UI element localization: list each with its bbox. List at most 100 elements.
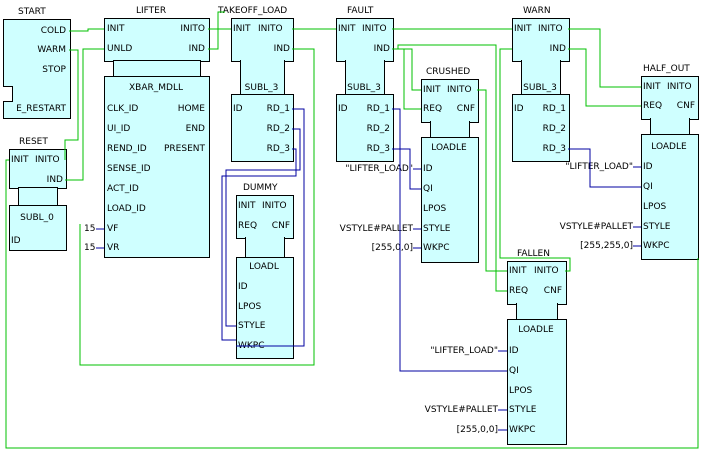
half-out-input-init: INIT bbox=[643, 82, 661, 92]
start-output-cold: COLD bbox=[40, 26, 66, 36]
dummy-input-id: ID bbox=[238, 282, 248, 292]
half-out-input-id: ID bbox=[643, 162, 653, 172]
lifter-output-ind: IND bbox=[188, 44, 205, 54]
warn-output-rd3: RD_3 bbox=[542, 144, 566, 154]
lifter-output-inito: INITO bbox=[180, 24, 205, 34]
fallen-input-init: INIT bbox=[509, 266, 527, 276]
fallen-input-id: ID bbox=[509, 346, 519, 356]
warn-output-inito: INITO bbox=[538, 24, 563, 34]
half-out-type: LOADLE bbox=[651, 142, 687, 152]
crushed-title: CRUSHED bbox=[426, 67, 471, 77]
takeoff-type: SUBL_3 bbox=[244, 83, 279, 93]
start-output-e-restart: E_RESTART bbox=[16, 104, 66, 114]
fallen-input-lpos: LPOS bbox=[509, 386, 533, 396]
fault-event-block[interactable] bbox=[336, 18, 394, 62]
wire-cold-lifter-init bbox=[69, 28, 104, 32]
fallen-id-constant: "LIFTER_LOAD" bbox=[430, 346, 498, 356]
fault-output-rd3: RD_3 bbox=[366, 144, 390, 154]
wire-fault-ind-crushed-req bbox=[403, 49, 421, 110]
fault-input-id: ID bbox=[338, 104, 348, 114]
half-out-id-constant: "LIFTER_LOAD" bbox=[565, 162, 633, 172]
dummy-output-cnf: CNF bbox=[271, 221, 290, 231]
warn-output-ind: IND bbox=[549, 44, 566, 54]
takeoff-output-inito: INITO bbox=[258, 24, 283, 34]
crushed-type: LOADLE bbox=[431, 143, 467, 153]
fault-title: FAULT bbox=[347, 6, 374, 16]
warn-input-init: INIT bbox=[514, 24, 532, 34]
half-out-style-constant: VSTYLE#PALLET bbox=[559, 222, 633, 232]
crushed-input-qi: QI bbox=[423, 184, 433, 194]
crushed-output-cnf: CNF bbox=[456, 104, 475, 114]
fallen-type: LOADLE bbox=[518, 325, 554, 335]
half-out-output-cnf: CNF bbox=[676, 101, 695, 111]
reset-input-id: ID bbox=[11, 236, 21, 246]
warn-type: SUBL_3 bbox=[523, 83, 557, 93]
half-out-wkpc-constant: [255,255,0] bbox=[580, 241, 633, 251]
crushed-input-init: INIT bbox=[423, 85, 441, 95]
fallen-type-neck bbox=[516, 303, 558, 319]
start-output-warm: WARM bbox=[37, 45, 66, 55]
reset-output-ind: IND bbox=[46, 175, 63, 185]
dummy-input-style: STYLE bbox=[238, 321, 266, 331]
dummy-input-init: INIT bbox=[238, 201, 256, 211]
half-out-title: HALF_OUT bbox=[643, 64, 690, 74]
warn-input-id: ID bbox=[514, 104, 524, 114]
warn-title: WARN bbox=[523, 6, 551, 16]
crushed-input-style: STYLE bbox=[423, 224, 451, 234]
half-out-input-qi: QI bbox=[643, 182, 653, 192]
fault-output-ind: IND bbox=[373, 44, 390, 54]
wire-fault-ind-crushed bbox=[392, 48, 421, 91]
reset-output-inito: INITO bbox=[35, 155, 60, 165]
half-out-input-style: STYLE bbox=[643, 222, 671, 232]
lifter-input-vr: VR bbox=[107, 243, 120, 253]
half-out-input-wkpc: WKPC bbox=[643, 241, 670, 251]
takeoff-output-rd2: RD_2 bbox=[266, 124, 290, 134]
crushed-input-lpos: LPOS bbox=[423, 204, 447, 214]
takeoff-output-rd3: RD_3 bbox=[266, 144, 290, 154]
fallen-input-req: REQ bbox=[509, 286, 529, 296]
wire-lifter-ind-loop bbox=[208, 11, 225, 50]
start-title: START bbox=[18, 7, 46, 17]
lifter-type: XBAR_MDLL bbox=[129, 83, 183, 93]
warn-output-rd2: RD_2 bbox=[542, 124, 566, 134]
fallen-title: FALLEN bbox=[517, 249, 550, 259]
fault-type: SUBL_3 bbox=[347, 83, 381, 93]
lifter-vr-constant: 15 bbox=[84, 243, 96, 253]
fallen-wkpc-constant: [255,0,0] bbox=[456, 425, 498, 435]
lifter-title: LIFTER bbox=[136, 6, 167, 16]
takeoff-output-rd1: RD_1 bbox=[266, 104, 290, 114]
start-output-stop: STOP bbox=[42, 65, 66, 75]
fallen-output-inito: INITO bbox=[534, 266, 559, 276]
takeoff-input-id: ID bbox=[233, 104, 243, 114]
crushed-type-neck bbox=[430, 121, 470, 137]
half-out-event-block[interactable] bbox=[641, 76, 699, 120]
wire-warn-ind-halfout bbox=[568, 48, 641, 107]
crushed-wkpc-constant: [255,0,0] bbox=[371, 243, 413, 253]
crushed-input-id: ID bbox=[423, 164, 433, 174]
dummy-type: LOADL bbox=[249, 262, 279, 272]
lifter-output-end: END bbox=[185, 124, 205, 134]
start-block[interactable] bbox=[3, 19, 71, 119]
crushed-id-constant: "LIFTER_LOAD" bbox=[345, 164, 413, 174]
reset-title: RESET bbox=[19, 137, 48, 147]
lifter-output-present: PRESENT bbox=[164, 144, 205, 154]
lifter-input-clk-id: CLK_ID bbox=[107, 104, 139, 114]
dummy-output-inito: INITO bbox=[262, 201, 287, 211]
reset-type-neck bbox=[18, 187, 58, 207]
takeoff-input-init: INIT bbox=[233, 24, 251, 34]
lifter-input-sense-id: SENSE_ID bbox=[107, 164, 151, 174]
fallen-output-cnf: CNF bbox=[543, 286, 562, 296]
half-out-input-req: REQ bbox=[643, 101, 663, 111]
crushed-style-constant: VSTYLE#PALLET bbox=[339, 224, 413, 234]
fault-type-neck bbox=[345, 60, 385, 94]
reset-input-init: INIT bbox=[11, 155, 29, 165]
fallen-style-constant: VSTYLE#PALLET bbox=[424, 405, 498, 415]
half-out-type-neck bbox=[650, 118, 690, 134]
dummy-input-wkpc: WKPC bbox=[238, 341, 265, 351]
crushed-output-inito: INITO bbox=[447, 85, 472, 95]
dummy-type-neck bbox=[245, 237, 285, 257]
wire-warn-inito-halfout bbox=[568, 28, 641, 88]
lifter-output-home: HOME bbox=[177, 104, 205, 114]
fault-data-block[interactable] bbox=[336, 94, 394, 162]
crushed-input-wkpc: WKPC bbox=[423, 243, 450, 253]
